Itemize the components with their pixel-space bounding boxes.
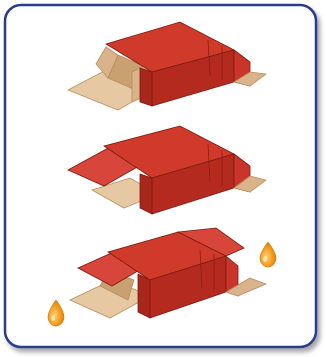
box-end: [137, 273, 151, 319]
end-tuck: [233, 175, 267, 193]
lid-flap-right: [176, 227, 245, 257]
glue-drop-icon: [47, 299, 65, 327]
box-end: [139, 173, 153, 215]
fold-line: [207, 143, 211, 183]
end-tuck: [232, 71, 268, 87]
fold-line: [199, 249, 203, 289]
step-3-box: [69, 227, 268, 319]
box-end: [139, 67, 153, 107]
step-1-box: [67, 21, 268, 111]
glue-drop-icon: [259, 241, 277, 268]
end-tuck: [225, 277, 268, 297]
step-2-box: [67, 125, 267, 215]
fold-line: [207, 39, 211, 77]
